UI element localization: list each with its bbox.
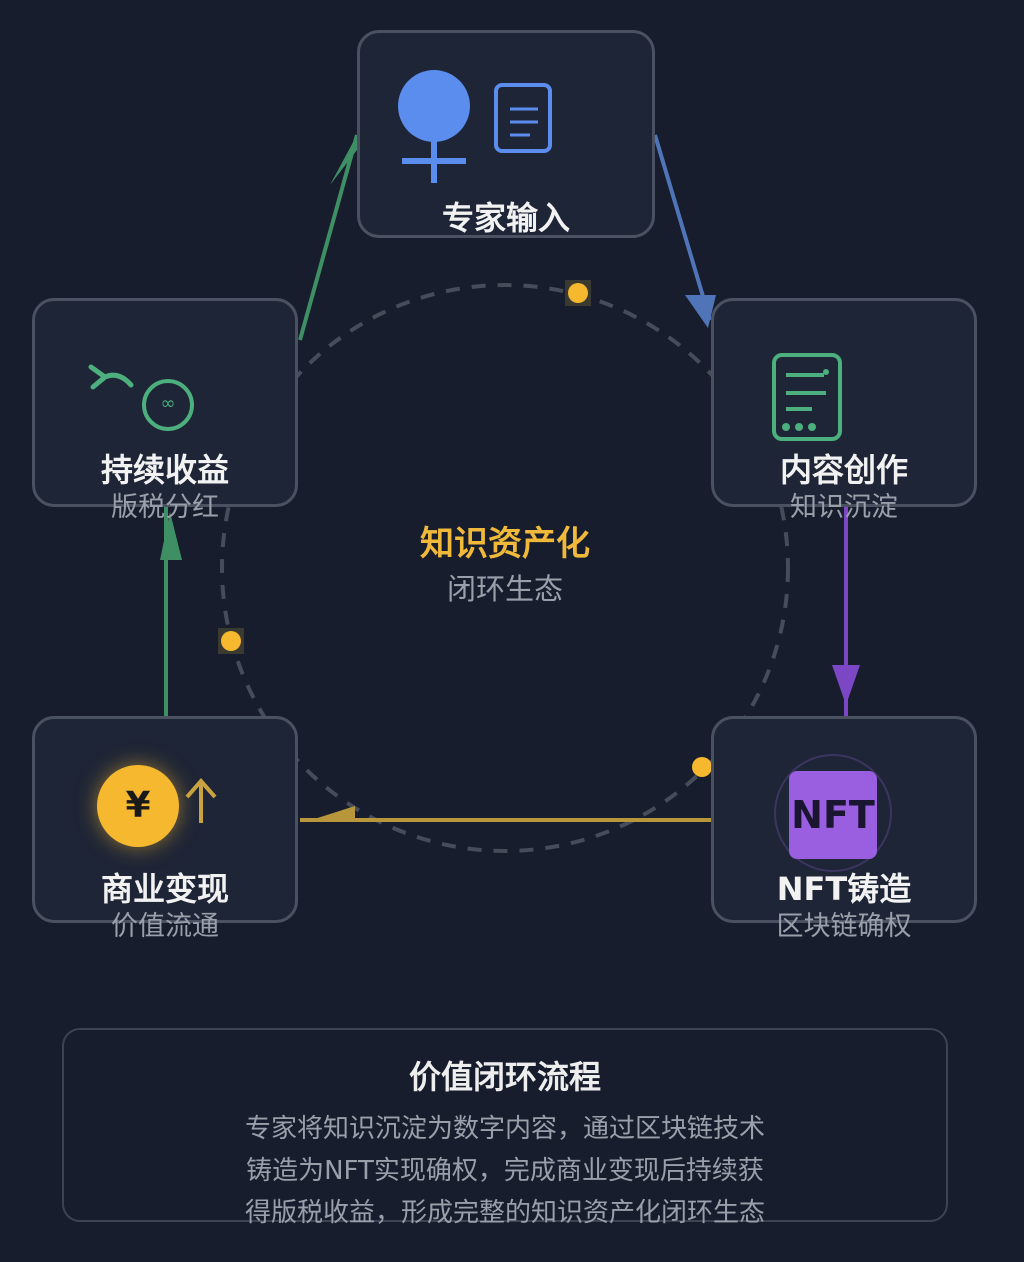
arrow-input-to-creation — [653, 134, 712, 321]
info-line: 得版税收益，形成完整的知识资产化闭环生态 — [244, 1198, 765, 1228]
document-icon — [772, 353, 842, 441]
node-subtitle: 价值流通 — [111, 911, 219, 942]
node-subtitle: 区块链确权 — [776, 911, 912, 942]
node-commercialization[interactable]: ¥ 商业变现 价值流通 — [32, 716, 298, 942]
yen-coin-icon: ¥ — [97, 765, 179, 847]
nft-badge: NFT — [789, 771, 877, 859]
infinity-icon: ∞ — [160, 393, 176, 414]
node-title: NFT铸造 — [776, 870, 912, 908]
node-expert-input[interactable]: 专家输入 — [357, 30, 655, 238]
info-line: 铸造为NFT实现确权，完成商业变现后持续获 — [246, 1156, 764, 1186]
node-subtitle: 知识沉淀 — [790, 492, 898, 523]
node-title: 持续收益 — [100, 451, 229, 489]
sprout-icon — [88, 364, 194, 431]
expert-icon — [398, 70, 552, 183]
info-panel: 价值闭环流程 专家将知识沉淀为数字内容，通过区块链技术 铸造为NFT实现确权，完… — [62, 1028, 948, 1228]
arrow-up-icon — [185, 777, 217, 823]
node-nft-minting[interactable]: NFT NFT铸造 区块链确权 — [711, 716, 977, 942]
ring-dot — [692, 757, 712, 777]
node-content-creation[interactable]: 内容创作 知识沉淀 — [711, 298, 977, 523]
node-title: 内容创作 — [779, 451, 908, 489]
arrow-revenue-to-input — [298, 134, 359, 341]
node-subtitle: 版税分红 — [111, 492, 219, 523]
center-title: 知识资产化 — [420, 524, 590, 564]
info-title: 价值闭环流程 — [408, 1058, 601, 1096]
node-title: 专家输入 — [441, 199, 570, 237]
center-subtitle: 闭环生态 — [446, 572, 563, 606]
info-line: 专家将知识沉淀为数字内容，通过区块链技术 — [244, 1114, 765, 1144]
nft-icon-ring — [774, 754, 892, 872]
node-continuous-revenue[interactable]: ∞ 持续收益 版税分红 — [32, 298, 298, 523]
cycle-ring — [220, 283, 790, 853]
node-title: 商业变现 — [100, 870, 229, 908]
